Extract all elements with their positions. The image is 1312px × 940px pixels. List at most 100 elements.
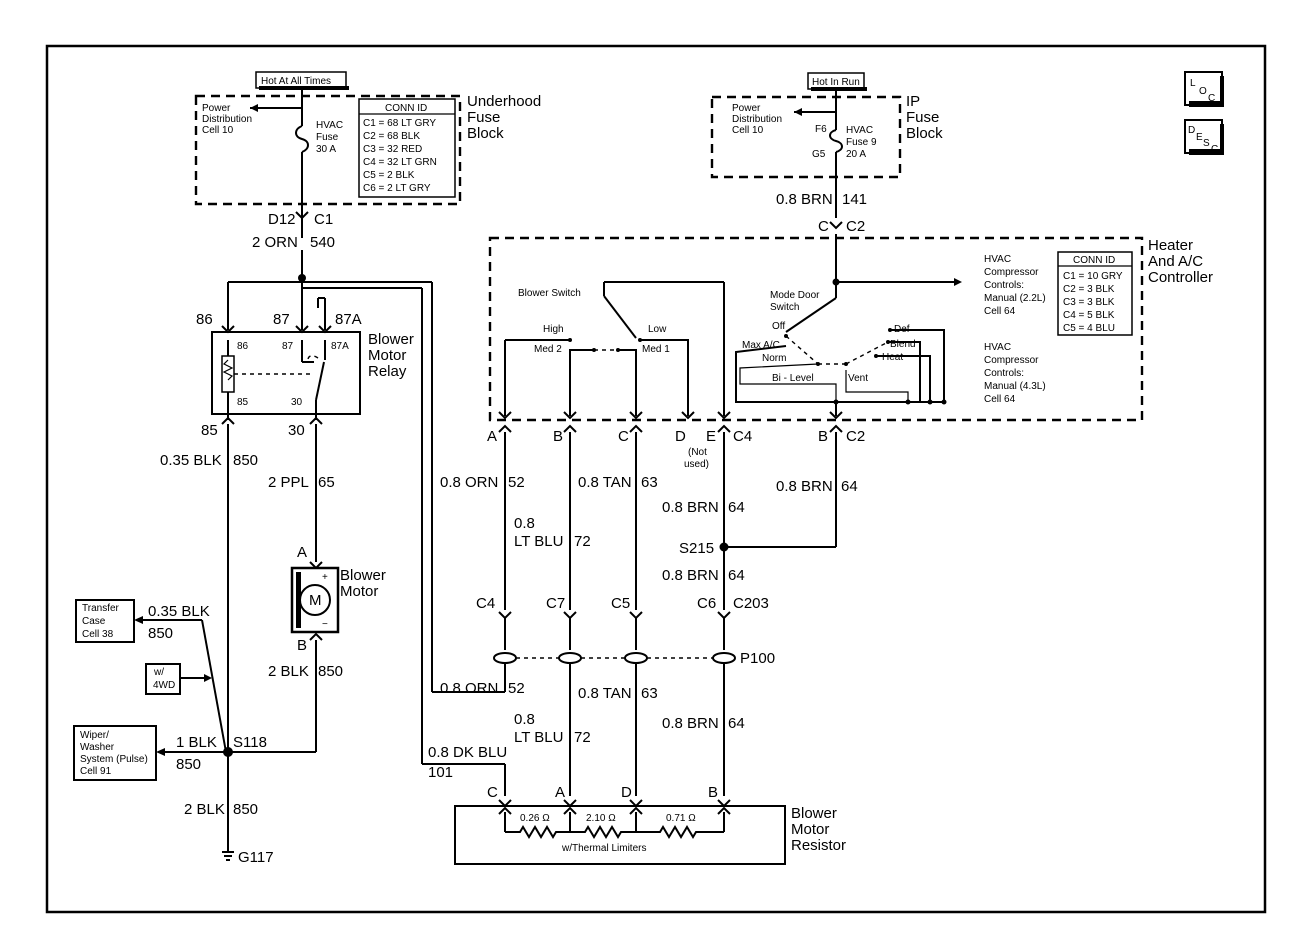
svg-text:65: 65 [318,474,335,491]
svg-text:0.8 TAN: 0.8 TAN [578,685,632,702]
svg-text:F6: F6 [815,124,827,135]
svg-text:Cell 10: Cell 10 [732,125,764,136]
svg-text:C: C [818,218,829,235]
svg-text:L: L [1190,78,1196,89]
svg-text:C4 = 5 BLK: C4 = 5 BLK [1063,310,1115,321]
svg-text:2 PPL: 2 PPL [268,474,309,491]
svg-text:A: A [297,544,307,561]
harness: 0.8 ORN 52 0.8 TAN 63 0.8 LT BLU 72 0.8 … [302,287,858,796]
svg-text:C203: C203 [733,595,769,612]
relay-switch-arm [315,361,325,401]
svg-text:Blower: Blower [791,805,837,822]
wiper-washer-ref[interactable]: Wiper/ Washer System (Pulse) Cell 91 [73,725,157,781]
grommet [558,652,582,664]
svg-text:D12: D12 [268,211,296,228]
mode-switch-arm [785,297,837,333]
svg-text:C2 = 3 BLK: C2 = 3 BLK [1063,284,1115,295]
svg-text:2 BLK: 2 BLK [184,801,225,818]
transfer-case-ref[interactable]: Transfer Case Cell 38 [75,599,135,643]
svg-text:HVAC: HVAC [316,120,343,131]
svg-text:E: E [1196,132,1203,143]
svg-text:G117: G117 [238,849,274,866]
svg-text:850: 850 [233,801,258,818]
svg-text:C1 = 68 LT GRY: C1 = 68 LT GRY [363,118,436,129]
blower-motor-relay: 86 87 87A 86 87 87A 85 30 Blower Motor R… [160,297,414,491]
svg-text:101: 101 [428,764,453,781]
resistor-box [454,805,786,865]
svg-text:87: 87 [273,311,290,328]
svg-text:0.8 BRN: 0.8 BRN [662,715,719,732]
svg-text:M: M [309,592,322,609]
svg-text:B: B [818,428,828,445]
svg-text:CONN ID: CONN ID [385,103,427,114]
svg-text:Distribution: Distribution [202,114,252,125]
svg-text:Cell 91: Cell 91 [80,766,112,777]
svg-text:HVAC: HVAC [984,254,1011,265]
svg-text:30 A: 30 A [316,144,336,155]
svg-text:C5 = 2 BLK: C5 = 2 BLK [363,170,415,181]
svg-text:S118: S118 [233,734,267,751]
svg-text:(Not: (Not [688,447,707,458]
svg-text:2.10 Ω: 2.10 Ω [586,813,616,824]
svg-text:Hot In Run: Hot In Run [812,77,860,88]
svg-text:C: C [1211,144,1218,155]
svg-text:Compressor: Compressor [984,267,1039,278]
svg-text:Low: Low [648,324,667,335]
svg-text:And A/C: And A/C [1148,253,1203,270]
svg-text:Cell 64: Cell 64 [984,306,1016,317]
svg-text:Washer: Washer [80,742,115,753]
svg-text:Power: Power [732,103,761,114]
svg-text:Blower: Blower [340,567,386,584]
svg-text:0.35 BLK: 0.35 BLK [148,603,210,620]
grommet [624,652,648,664]
svg-text:85: 85 [201,422,218,439]
svg-text:Fuse: Fuse [906,109,939,126]
svg-text:64: 64 [728,567,745,584]
svg-text:87A: 87A [335,311,362,328]
desc-icon[interactable]: D E S C [1184,119,1224,155]
svg-text:850: 850 [176,756,201,773]
svg-text:C1 = 10 GRY: C1 = 10 GRY [1063,271,1123,282]
svg-text:Controls:: Controls: [984,368,1024,379]
svg-text:C5: C5 [611,595,630,612]
svg-text:C: C [487,784,498,801]
svg-text:D: D [621,784,632,801]
svg-text:64: 64 [728,499,745,516]
svg-text:IP: IP [906,93,920,110]
4wd-ref[interactable]: w/ 4WD [145,663,181,695]
svg-text:0.8 DK BLU: 0.8 DK BLU [428,744,507,761]
svg-text:Underhood: Underhood [467,93,541,110]
svg-text:0.35 BLK: 0.35 BLK [160,452,222,469]
svg-text:C4 = 32 LT GRN: C4 = 32 LT GRN [363,157,437,168]
svg-text:52: 52 [508,474,525,491]
svg-text:Distribution: Distribution [732,114,782,125]
svg-text:86: 86 [196,311,213,328]
svg-text:D: D [1188,125,1195,136]
svg-text:O: O [1199,86,1207,97]
svg-text:Norm: Norm [762,353,786,364]
svg-text:E: E [706,428,716,445]
svg-text:C2 = 68 BLK: C2 = 68 BLK [363,131,420,142]
grommet [712,652,736,664]
svg-text:Manual (2.2L): Manual (2.2L) [984,293,1046,304]
svg-text:64: 64 [728,715,745,732]
svg-text:Cell 10: Cell 10 [202,125,234,136]
svg-text:Max A/C: Max A/C [742,340,780,351]
svg-text:Cell 64: Cell 64 [984,394,1016,405]
svg-text:2 BLK: 2 BLK [268,663,309,680]
svg-text:C2: C2 [846,428,865,445]
svg-text:Heater: Heater [1148,237,1193,254]
resistor-r2 [570,825,636,839]
svg-text:−: − [322,619,328,630]
svg-text:0.8: 0.8 [514,711,535,728]
svg-text:Blower: Blower [368,331,414,348]
svg-text:C5 = 4 BLU: C5 = 4 BLU [1063,323,1115,334]
grommet [493,652,517,664]
loc-icon[interactable]: L O C [1184,71,1224,107]
svg-text:0.71 Ω: 0.71 Ω [666,813,696,824]
svg-text:72: 72 [574,729,591,746]
svg-text:+: + [322,572,328,583]
svg-text:Transfer: Transfer [82,603,120,614]
ip-box [710,95,902,179]
